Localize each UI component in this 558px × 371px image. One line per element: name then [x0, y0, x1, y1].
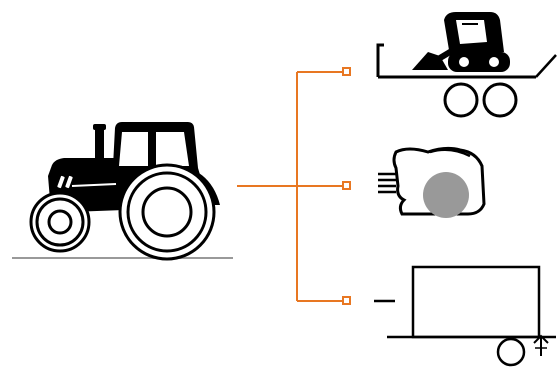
- connector-end-markers: [342, 67, 351, 305]
- connector-end-marker: [342, 296, 351, 305]
- connector-end-marker: [342, 67, 351, 76]
- wood-chipper-icon: [378, 146, 486, 218]
- connector-lines: [237, 71, 343, 302]
- skid-steer-loader-on-trailer-icon: [376, 12, 557, 118]
- connector-end-marker: [342, 181, 351, 190]
- trailer-icon: [374, 265, 556, 367]
- tractor-icon: [12, 122, 233, 261]
- chipper-drum: [423, 172, 469, 218]
